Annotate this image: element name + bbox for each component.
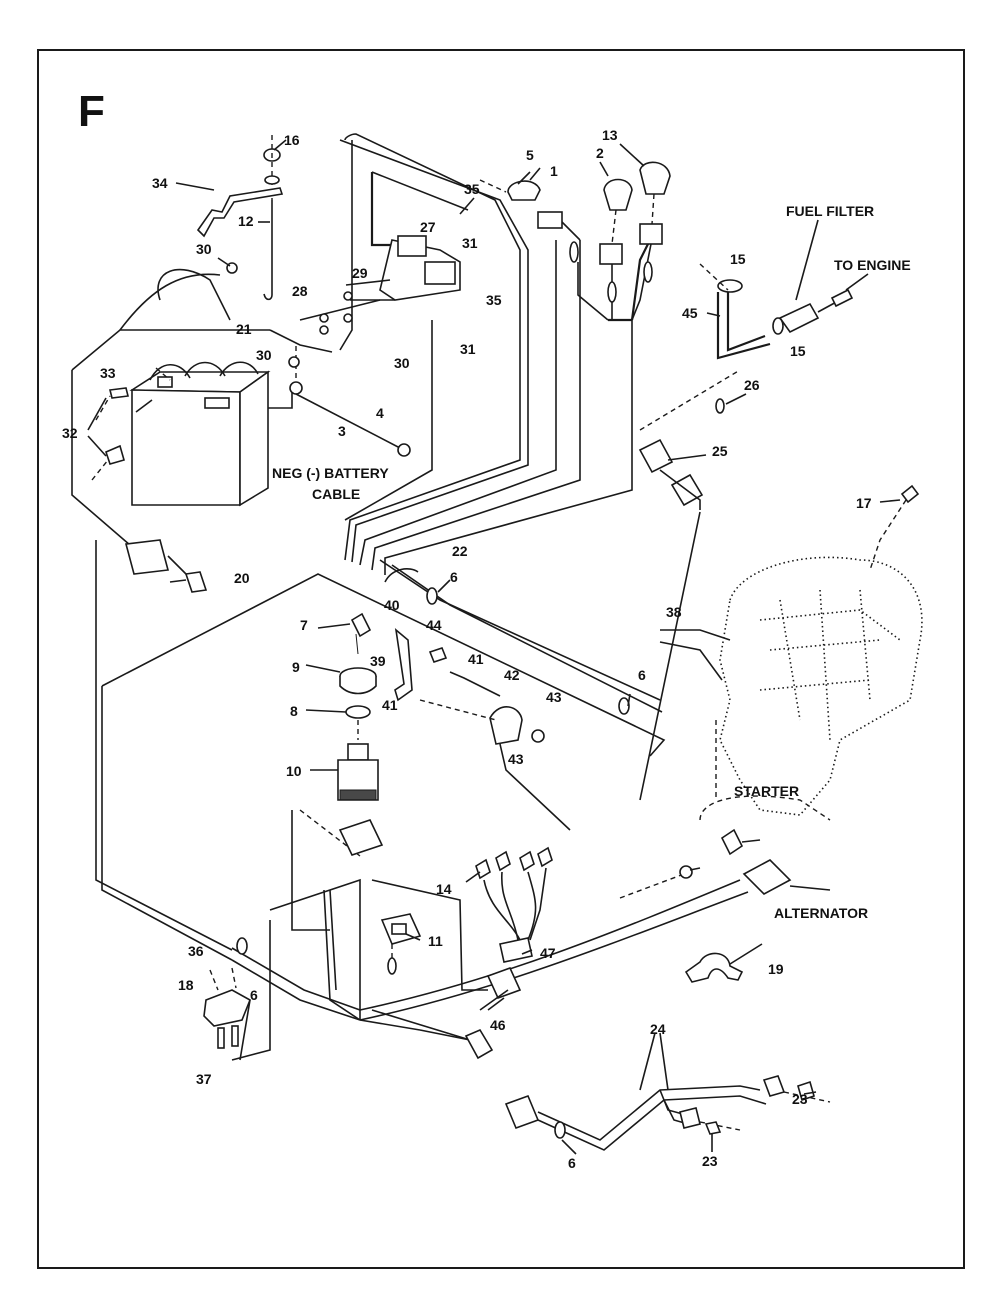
callout-10: 10 — [286, 763, 302, 779]
callout-40: 40 — [384, 597, 400, 613]
engine-outline — [659, 484, 923, 816]
callout-11: 11 — [428, 933, 443, 949]
main-harness — [339, 133, 663, 713]
callout-34: 34 — [152, 175, 168, 191]
fuel-line — [699, 263, 854, 360]
callout-31: 31 — [462, 235, 478, 251]
callout-42: 42 — [504, 667, 520, 683]
callout-16: 16 — [284, 132, 300, 148]
callout-3: 3 — [338, 423, 346, 439]
clamp-19 — [684, 952, 744, 983]
callout-18: 18 — [178, 977, 194, 993]
hood-rod-assembly — [196, 135, 284, 301]
callout-20: 20 — [234, 570, 250, 586]
callout-6: 6 — [250, 987, 258, 1003]
callout-6: 6 — [450, 569, 458, 585]
mounting-plate — [95, 540, 666, 961]
harness-connectors-14 — [475, 846, 553, 1011]
alternator-label: ALTERNATOR — [774, 905, 868, 921]
connector-20 — [124, 539, 208, 593]
callout-46: 46 — [490, 1017, 506, 1033]
callout-22: 22 — [452, 543, 468, 559]
seat-switch-18 — [203, 937, 252, 1061]
callout-1: 1 — [550, 163, 558, 179]
callout-31: 31 — [460, 341, 476, 357]
callout-27: 27 — [420, 219, 436, 235]
battery-hardware — [91, 262, 300, 481]
fuel-filter-label: FUEL FILTER — [786, 203, 874, 219]
callout-13: 13 — [602, 127, 618, 143]
callout-38: 38 — [666, 604, 682, 620]
lower-right-harness — [504, 1075, 831, 1151]
text-labels: FUEL FILTER TO ENGINE NEG (-) BATTERY CA… — [272, 203, 911, 921]
ignition-switch-assembly — [299, 612, 384, 857]
callout-21: 21 — [236, 321, 252, 337]
callout-19: 19 — [768, 961, 784, 977]
callout-30: 30 — [394, 355, 410, 371]
callout-numbers: 16 34 12 30 28 29 21 30 30 31 31 27 35 3… — [62, 127, 872, 1171]
relay-11 — [380, 913, 422, 975]
interlock-switch-1 — [479, 179, 609, 321]
callout-33: 33 — [100, 365, 116, 381]
callout-2: 2 — [596, 145, 604, 161]
callout-36: 36 — [188, 943, 204, 959]
callout-4: 4 — [376, 405, 384, 421]
connector-25-26 — [638, 369, 741, 801]
callout-29: 29 — [352, 265, 368, 281]
callout-7: 7 — [300, 617, 308, 633]
callout-37: 37 — [196, 1071, 212, 1087]
callout-26: 26 — [744, 377, 760, 393]
callout-35: 35 — [486, 292, 502, 308]
callout-41: 41 — [468, 651, 484, 667]
callout-14: 14 — [436, 881, 452, 897]
sheet-letter: F — [78, 87, 105, 136]
callout-44: 44 — [426, 617, 442, 633]
callout-24: 24 — [650, 1021, 666, 1037]
callout-47: 47 — [540, 945, 556, 961]
callout-23: 23 — [702, 1153, 718, 1169]
cable-label: CABLE — [312, 486, 360, 502]
callout-15: 15 — [790, 343, 806, 359]
callout-17: 17 — [856, 495, 872, 511]
callout-30: 30 — [196, 241, 212, 257]
callout-6: 6 — [638, 667, 646, 683]
diagram-border — [37, 49, 965, 1269]
battery-tray-cable — [71, 268, 333, 546]
callout-35: 35 — [464, 181, 480, 197]
neg-battery-label: NEG (-) BATTERY — [272, 465, 389, 481]
starter-assembly — [359, 720, 831, 1021]
callout-43: 43 — [546, 689, 562, 705]
callout-23: 23 — [792, 1091, 808, 1107]
callout-9: 9 — [292, 659, 300, 675]
callout-28: 28 — [292, 283, 308, 299]
clamp-22 — [384, 568, 630, 715]
lower-harness — [231, 810, 494, 1061]
callout-6: 6 — [568, 1155, 576, 1171]
callout-25: 25 — [712, 443, 728, 459]
callout-32: 32 — [62, 425, 78, 441]
battery — [129, 361, 271, 507]
interlock-bracket-parts — [394, 628, 571, 831]
callout-45: 45 — [682, 305, 698, 321]
callout-15: 15 — [730, 251, 746, 267]
callout-30: 30 — [256, 347, 272, 363]
to-engine-label: TO ENGINE — [834, 257, 911, 273]
callout-43: 43 — [508, 751, 524, 767]
leader-lines — [87, 139, 901, 1155]
callout-12: 12 — [238, 213, 254, 229]
callout-41: 41 — [382, 697, 398, 713]
callout-39: 39 — [370, 653, 386, 669]
starter-label: STARTER — [734, 783, 799, 799]
callout-5: 5 — [526, 147, 534, 163]
callout-8: 8 — [290, 703, 298, 719]
solenoid-bracket — [299, 171, 469, 335]
neg-battery-cable — [289, 346, 411, 457]
